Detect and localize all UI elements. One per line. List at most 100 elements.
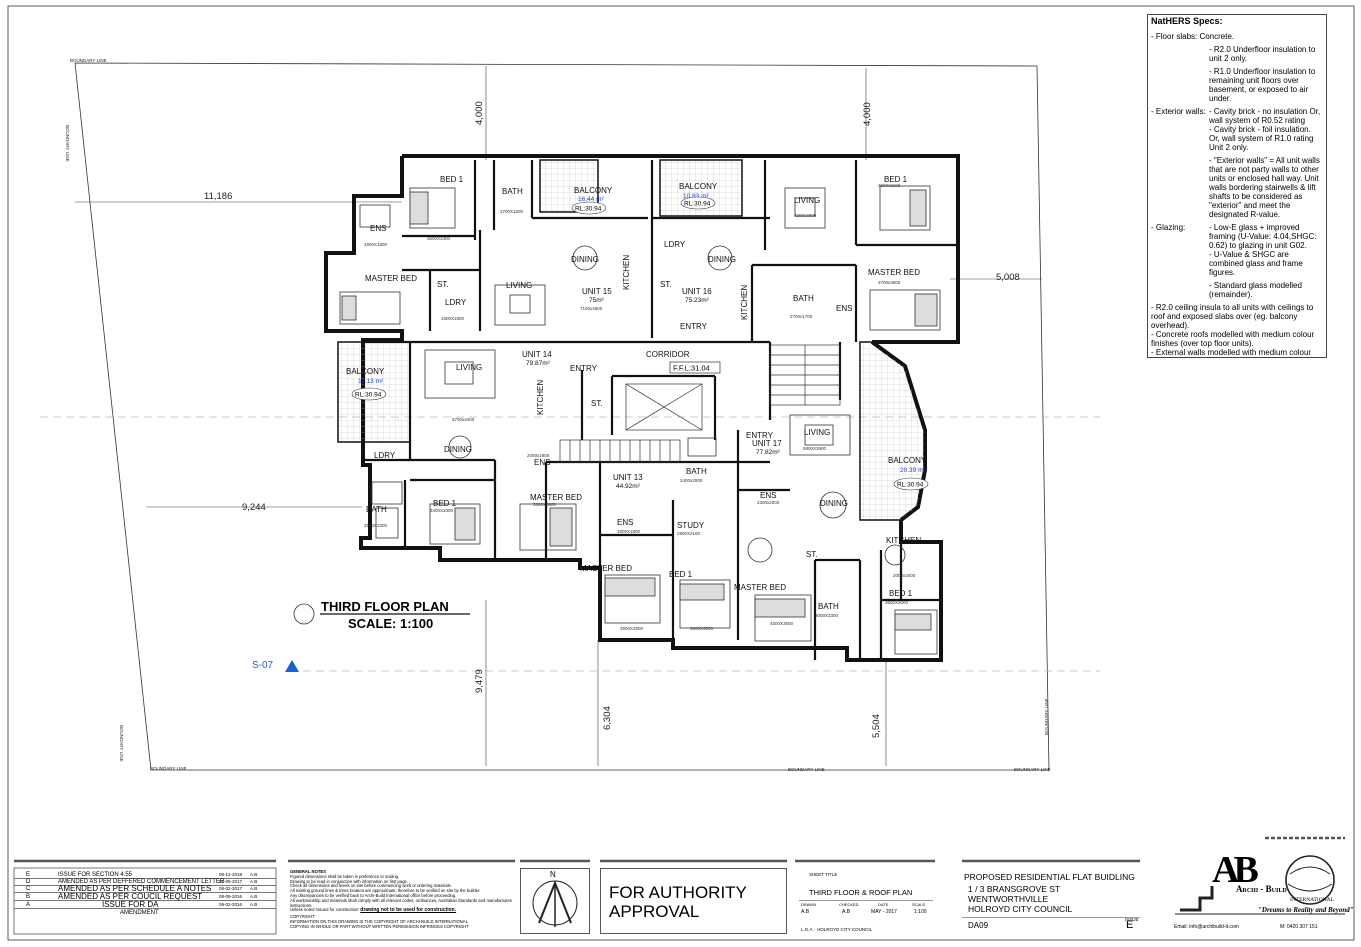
room-size: 3900X2900: [620, 626, 644, 631]
room-label: BALCONY: [574, 186, 613, 195]
balcony-area: 11.13 m²: [358, 378, 384, 385]
room-label: DINING: [444, 445, 472, 454]
room-label: BED 1: [433, 499, 457, 508]
room-size: 4500X3500: [770, 621, 794, 626]
spec-glazing-label: - Glazing:: [1151, 223, 1186, 232]
copyright-line: COPYING IN WHOLE OR PART WITHOUT WRITTEN…: [290, 923, 469, 929]
logo-email: Email: info@archibuild-it.com: [1174, 924, 1239, 930]
room-size: 2300x2000: [757, 500, 780, 505]
boundary-label: BOUNDARY LINE: [65, 125, 70, 162]
general-note-line: All existing ground lines & trees locati…: [290, 888, 481, 894]
room-label: BATH: [818, 602, 839, 611]
project-info-box: PROPOSED RESIDENTIAL FLAT BUIDLING 1 / 3…: [962, 868, 1140, 934]
company-logo-icon: [1175, 855, 1345, 915]
unit-area: 79.87m²: [526, 360, 551, 367]
approval-box: FOR AUTHORITY APPROVAL: [600, 868, 787, 934]
dimension-text: 9,244: [242, 502, 266, 513]
project-line: WENTWORTHVILLE: [968, 894, 1049, 904]
stairs: [559, 344, 841, 463]
general-notes: GENERAL NOTES Figured dimensions shall b…: [290, 870, 514, 934]
dimension-text: 4,000: [862, 102, 873, 126]
sheet-header: DRAWN: [801, 902, 816, 907]
room-label: BATH: [793, 294, 814, 303]
room-size: 3700x3600: [878, 280, 901, 285]
nathers-title: NatHERS Specs:: [1151, 16, 1223, 26]
rl-text: RL:30.94: [897, 482, 924, 489]
site-boundary: [74, 62, 1050, 771]
room-label: BED 1: [889, 589, 913, 598]
project-line: HOLROYD CITY COUNCIL: [968, 904, 1073, 914]
room-label: BED 1: [440, 175, 464, 184]
room-size: 5700x4400: [452, 417, 475, 422]
room-label: MASTER BED: [580, 564, 632, 573]
drawing-number: DA09: [968, 921, 989, 930]
room-label: KITCHEN: [536, 380, 545, 415]
room-label: DINING: [820, 499, 848, 508]
dimension-text: 5,504: [871, 714, 882, 738]
room-label: LIVING: [456, 363, 482, 372]
room-labels: BED 1 BATH ENS MASTER BED ST. LDRY LIVIN…: [346, 175, 927, 631]
room-label: STUDY: [677, 521, 705, 530]
room-size: 2000x3400: [893, 573, 916, 578]
room-label: ENS: [836, 304, 852, 313]
rl-text: RL:30.94: [684, 201, 711, 208]
general-note-line: All workmanship and materials shall comp…: [290, 897, 512, 908]
rl-text: RL:30.94: [355, 392, 382, 399]
room-label: ST.: [591, 399, 603, 408]
rl-tags: RL:30.94 RL:30.94 RL:30.94 RL:30.94: [351, 196, 929, 491]
room-size: 3600X3300: [427, 236, 451, 241]
spec-walls-row: - Exterior walls: - Cavity brick - no in…: [1151, 107, 1323, 125]
sheet-title-label: SHEET TITLE: [809, 872, 838, 877]
boundary-label: BOUNDARY LINE: [150, 766, 187, 771]
room-label: MASTER BED: [868, 268, 920, 277]
room-label: ST.: [437, 280, 449, 289]
room-label: BALCONY: [346, 367, 385, 376]
spec-glazing-row: - Glazing: - Low-E glass + improved fram…: [1151, 223, 1323, 250]
room-label: UNIT 15: [582, 287, 612, 296]
room-label: ENTRY: [680, 322, 708, 331]
unit-area: 75m²: [589, 297, 605, 304]
room-label: KITCHEN: [622, 255, 631, 290]
company-logo-block: AB Archi - Build INTERNATIONAL "Dreams t…: [1140, 840, 1354, 936]
room-label: UNIT 16: [682, 287, 712, 296]
dimension-lines: [75, 66, 1042, 766]
dimension-text: 11,186: [204, 191, 232, 202]
spec-item: - Standard glass modelled (remainder).: [1209, 281, 1302, 299]
sheet-info-box: SHEET TITLE THIRD FLOOR & ROOF PLAN DRAW…: [795, 868, 935, 934]
general-notes-title: GENERAL NOTES: [290, 870, 326, 874]
dimension-texts: 11,186 4,000 4,000 5,008 9,244 9,479 6,3…: [204, 101, 1020, 738]
plan-scale: SCALE: 1:100: [348, 616, 433, 631]
room-label: LIVING: [794, 196, 820, 205]
spec-item: - R1.0 Underfloor insulation to remainin…: [1209, 67, 1316, 103]
room-label: BATH: [366, 505, 387, 514]
sheet-value: A.B: [801, 909, 810, 915]
balcony-areas: [337, 159, 926, 521]
sheet-value: A.B: [842, 909, 851, 915]
room-label: LIVING: [506, 281, 532, 290]
spec-note: - External walls modelled with medium co…: [1151, 348, 1312, 357]
rl-text: RL:30.94: [575, 206, 602, 213]
room-label: CORRIDOR: [646, 350, 690, 359]
room-size: 2000x1800: [527, 453, 550, 458]
room-label: ENTRY: [746, 431, 774, 440]
unit-area: 77.82m²: [756, 449, 781, 456]
issue-label: ISSUE: [1125, 917, 1139, 922]
spec-item: - Cavity brick - no insulation Or, wall …: [1209, 107, 1321, 125]
room-label: UNIT 17: [752, 439, 782, 448]
sheet-header: SCALE: [912, 902, 926, 907]
balcony-area: 20.39 m²: [900, 467, 926, 474]
nathers-specs-panel: NatHERS Specs: - Floor slabs: Concrete. …: [1147, 14, 1327, 358]
room-label: MASTER BED: [734, 583, 786, 592]
balcony-area: 10.83 m²: [683, 193, 709, 200]
copyright-title: COPYRIGHT: [290, 914, 315, 920]
north-arrow-icon: [532, 880, 578, 927]
room-size: 7100x4800: [580, 306, 603, 311]
room-label: BALCONY: [679, 182, 718, 191]
room-label: LDRY: [445, 298, 467, 307]
sheet-value: 1:100: [914, 909, 927, 915]
room-size: 3400X3300: [430, 508, 454, 513]
